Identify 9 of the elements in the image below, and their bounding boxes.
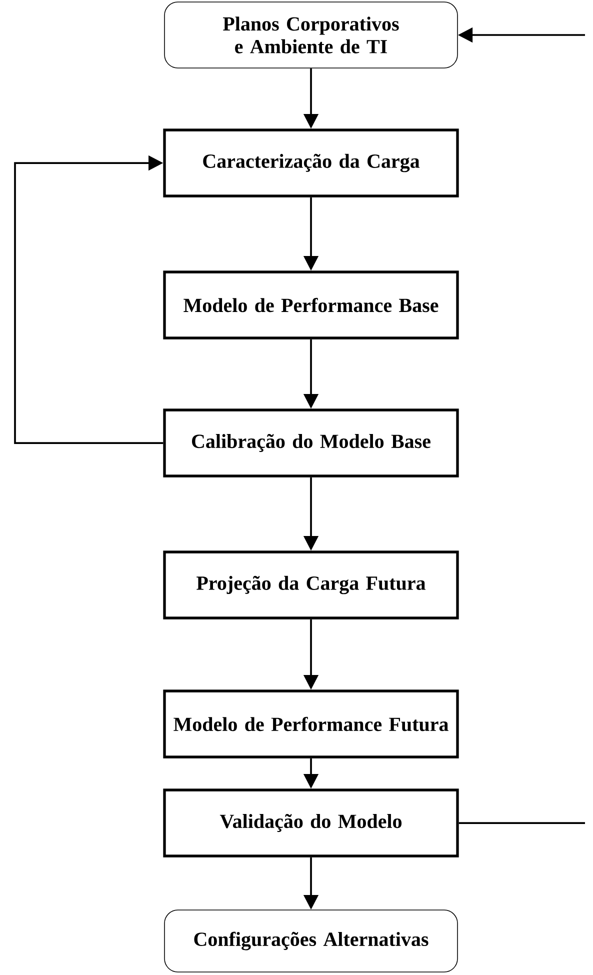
process-box: Modelo de Performance Futura xyxy=(163,690,459,758)
process-box: Projeção da Carga Futura xyxy=(163,550,459,620)
process-box: Calibração do Modelo Base xyxy=(163,408,459,478)
terminal-box: Planos Corporativos e Ambiente de TI xyxy=(164,2,458,68)
terminal-box: Configurações Alternativas xyxy=(164,910,458,972)
process-box: Modelo de Performance Base xyxy=(163,270,459,340)
process-box: Validação do Modelo xyxy=(163,788,459,858)
arrow xyxy=(14,155,164,444)
process-box: Caracterização da Carga xyxy=(163,128,459,198)
